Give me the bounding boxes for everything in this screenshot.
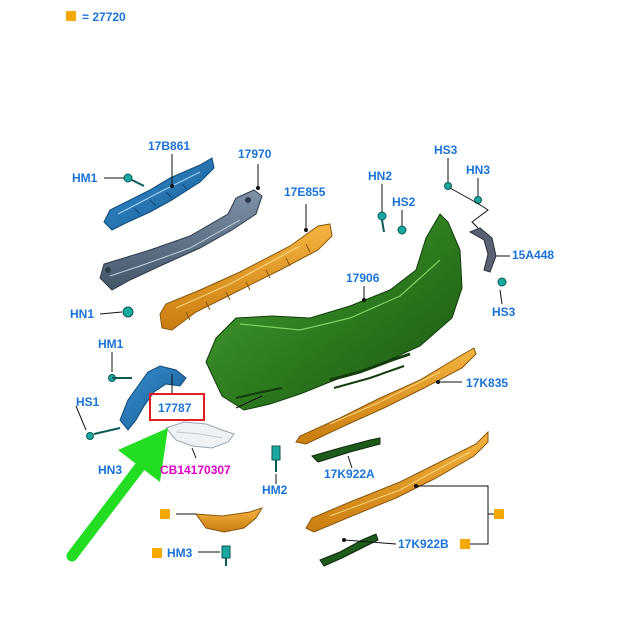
part-17970-beam[interactable] (99, 189, 263, 291)
part-17906-bumper-cover[interactable] (205, 213, 463, 411)
label-17k922b[interactable]: 17K922B (398, 537, 449, 551)
label-hn3[interactable]: HN3 (466, 163, 490, 177)
fastener-hn1-icon[interactable] (122, 306, 134, 318)
label-hs2[interactable]: HS2 (392, 195, 416, 209)
label-17787[interactable]: 17787 (158, 401, 192, 415)
fastener-hm1-top-icon[interactable] (123, 173, 145, 187)
legend-text: = 27720 (82, 10, 126, 24)
legend-marker (66, 11, 76, 21)
part-17k835-trim[interactable] (295, 347, 477, 445)
fastener-hs2-icon[interactable] (397, 225, 407, 235)
label-hs3-top[interactable]: HS3 (434, 143, 458, 157)
highlight-box-17787 (149, 393, 205, 421)
label-hm1-mid[interactable]: HM1 (98, 337, 124, 351)
label-17970[interactable]: 17970 (238, 147, 272, 161)
fastener-hm1-mid-icon[interactable] (108, 374, 133, 382)
label-hn3-partial[interactable]: HN3 (98, 463, 122, 477)
part-17e855-absorber[interactable] (159, 223, 333, 331)
label-hs1[interactable]: HS1 (76, 395, 100, 409)
label-hm3[interactable]: HM3 (167, 546, 193, 560)
label-hn1[interactable]: HN1 (70, 307, 94, 321)
pointer-arrow (66, 428, 168, 562)
label-hn2[interactable]: HN2 (368, 169, 392, 183)
part-lower-valance[interactable] (305, 430, 489, 533)
part-17k922b-strip[interactable] (319, 533, 379, 567)
label-hm1-top[interactable]: HM1 (72, 171, 98, 185)
part-17b861-reinforcement[interactable] (103, 157, 215, 231)
label-17e855[interactable]: 17E855 (284, 185, 326, 199)
fastener-hm2-icon[interactable] (271, 445, 281, 472)
label-17k922a[interactable]: 17K922A (324, 467, 375, 481)
leader-lines (75, 154, 510, 558)
part-17k922a-strip[interactable] (311, 437, 381, 463)
fasteners (86, 173, 507, 566)
part-left-side-bracket[interactable] (119, 365, 187, 431)
label-hm2[interactable]: HM2 (262, 483, 288, 497)
part-labels: 17B861 17970 HM1 17E855 HN2 HS3 HN3 HS2 … (70, 139, 554, 560)
fastener-hs3-top-icon[interactable] (444, 182, 452, 190)
part-17787-bracket[interactable] (165, 421, 235, 449)
fastener-hn2-icon[interactable] (377, 211, 387, 233)
part-orange-flap[interactable] (194, 507, 264, 533)
legend: = 27720 (66, 10, 126, 24)
label-cb14170307[interactable]: CB14170307 (160, 463, 231, 477)
part-15a448-bracket[interactable] (468, 227, 497, 273)
fastener-hm3-icon[interactable] (221, 545, 231, 566)
label-15a448[interactable]: 15A448 (512, 248, 554, 262)
fastener-hs3-bottom-icon[interactable] (497, 277, 507, 287)
label-17906[interactable]: 17906 (346, 271, 380, 285)
label-17b861[interactable]: 17B861 (148, 139, 190, 153)
fastener-hs1-icon[interactable] (86, 427, 121, 440)
label-hs3-bottom[interactable]: HS3 (492, 305, 516, 319)
label-17k835[interactable]: 17K835 (466, 376, 508, 390)
